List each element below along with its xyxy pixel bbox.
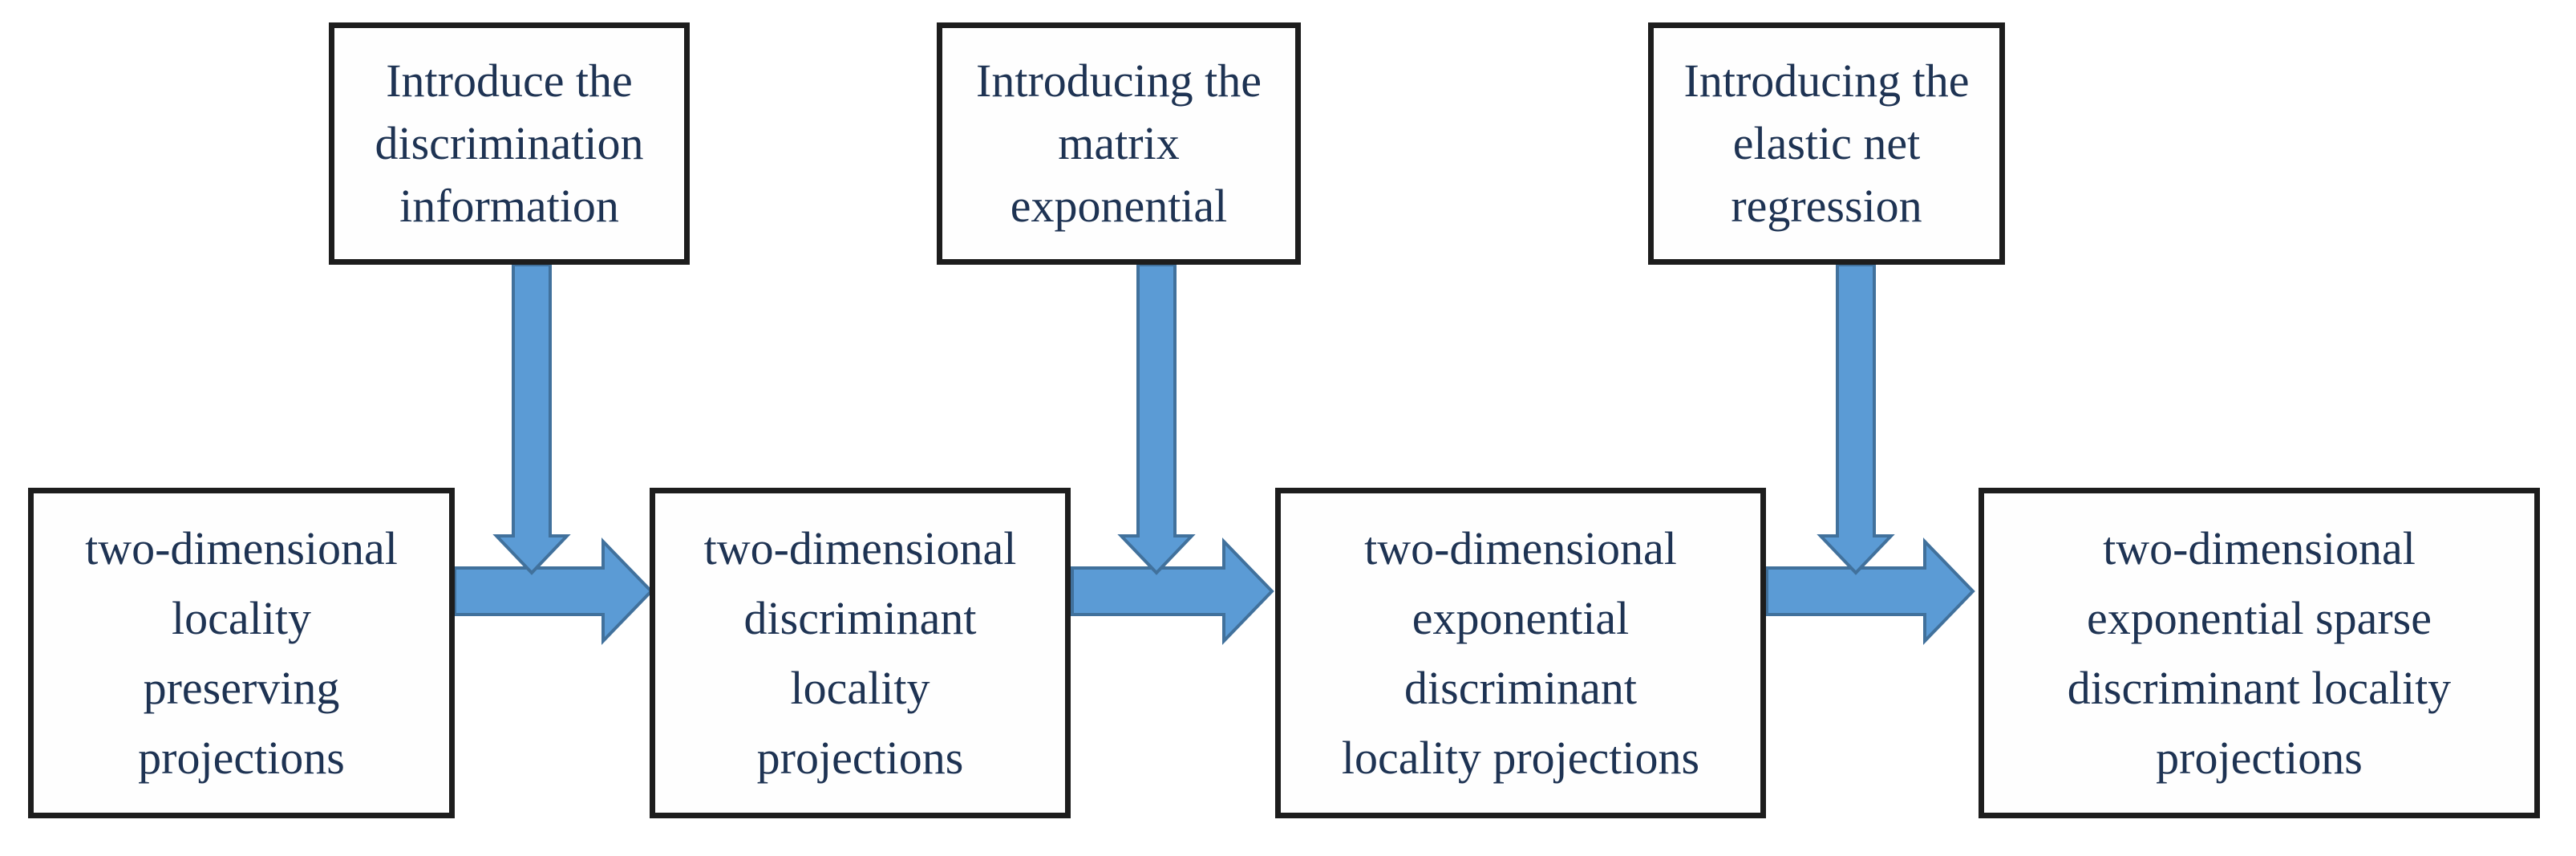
down-arrow-3-icon	[1817, 263, 1895, 575]
box-text-line: discriminant locality	[2067, 662, 2452, 714]
box-text-line: discriminant	[743, 592, 977, 644]
box-text-line: projections	[138, 732, 345, 784]
box-text-line: elastic net	[1732, 117, 1921, 169]
box-text-line: matrix	[1058, 117, 1180, 169]
box-2d-exponential-sparse-discriminant-locality-projections: two-dimensional exponential sparse discr…	[1979, 488, 2540, 818]
box-text-line: locality	[172, 592, 311, 644]
box-text-line: projections	[756, 732, 964, 784]
box-text-line: locality projections	[1341, 732, 1700, 784]
box-introduce-matrix-exponential: Introducing the matrix exponential	[937, 22, 1301, 265]
box-text-line: discriminant	[1404, 662, 1637, 714]
box-text-line: exponential	[1412, 592, 1630, 644]
box-text-line: two-dimensional	[85, 522, 398, 574]
right-arrow-2-icon	[1071, 538, 1274, 645]
box-text-line: regression	[1731, 180, 1922, 232]
box-text-line: projections	[2156, 732, 2363, 784]
box-text-line: Introduce the	[386, 55, 633, 107]
box-2d-exponential-discriminant-locality-projections: two-dimensional exponential discriminant…	[1275, 488, 1766, 818]
box-text-line: information	[399, 180, 619, 232]
down-arrow-2-icon	[1117, 263, 1196, 575]
box-text-line: two-dimensional	[2103, 522, 2416, 574]
down-arrow-1-icon	[492, 263, 571, 575]
box-text-line: discrimination	[375, 117, 644, 169]
box-text-line: two-dimensional	[1364, 522, 1677, 574]
box-text-line: locality	[790, 662, 930, 714]
right-arrow-3-icon	[1765, 538, 1975, 645]
box-text-line: two-dimensional	[703, 522, 1017, 574]
box-text-line: preserving	[143, 662, 340, 714]
box-2d-locality-preserving-projections: two-dimensional locality preserving proj…	[28, 488, 455, 818]
right-arrow-1-icon	[453, 538, 654, 645]
box-text-line: Introducing the	[1683, 55, 1970, 107]
box-text-line: exponential sparse	[2086, 592, 2432, 644]
box-2d-discriminant-locality-projections: two-dimensional discriminant locality pr…	[650, 488, 1071, 818]
box-introduce-elastic-net-regression: Introducing the elastic net regression	[1648, 22, 2005, 265]
box-text-line: Introducing the	[976, 55, 1262, 107]
box-introduce-discrimination-information: Introduce the discrimination information	[329, 22, 690, 265]
box-text-line: exponential	[1010, 180, 1228, 232]
